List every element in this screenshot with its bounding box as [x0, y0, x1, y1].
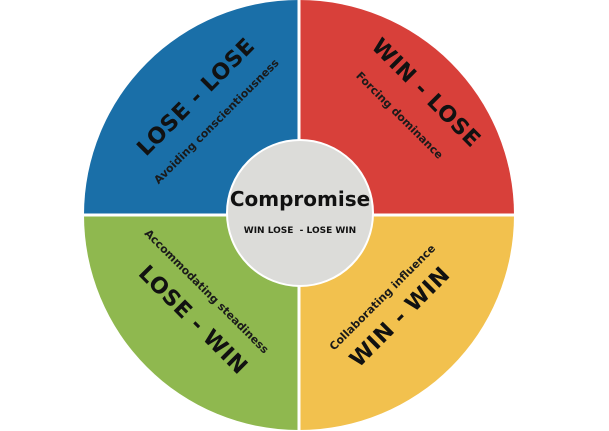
center-title: Compromise [230, 187, 370, 211]
center-circle [226, 139, 374, 287]
quadrant-top-left [84, 0, 299, 215]
quadrant-bottom-left [84, 215, 299, 430]
center-subtitle: WIN LOSE - LOSE WIN [244, 226, 356, 236]
quadrant-bottom-right [299, 215, 514, 430]
